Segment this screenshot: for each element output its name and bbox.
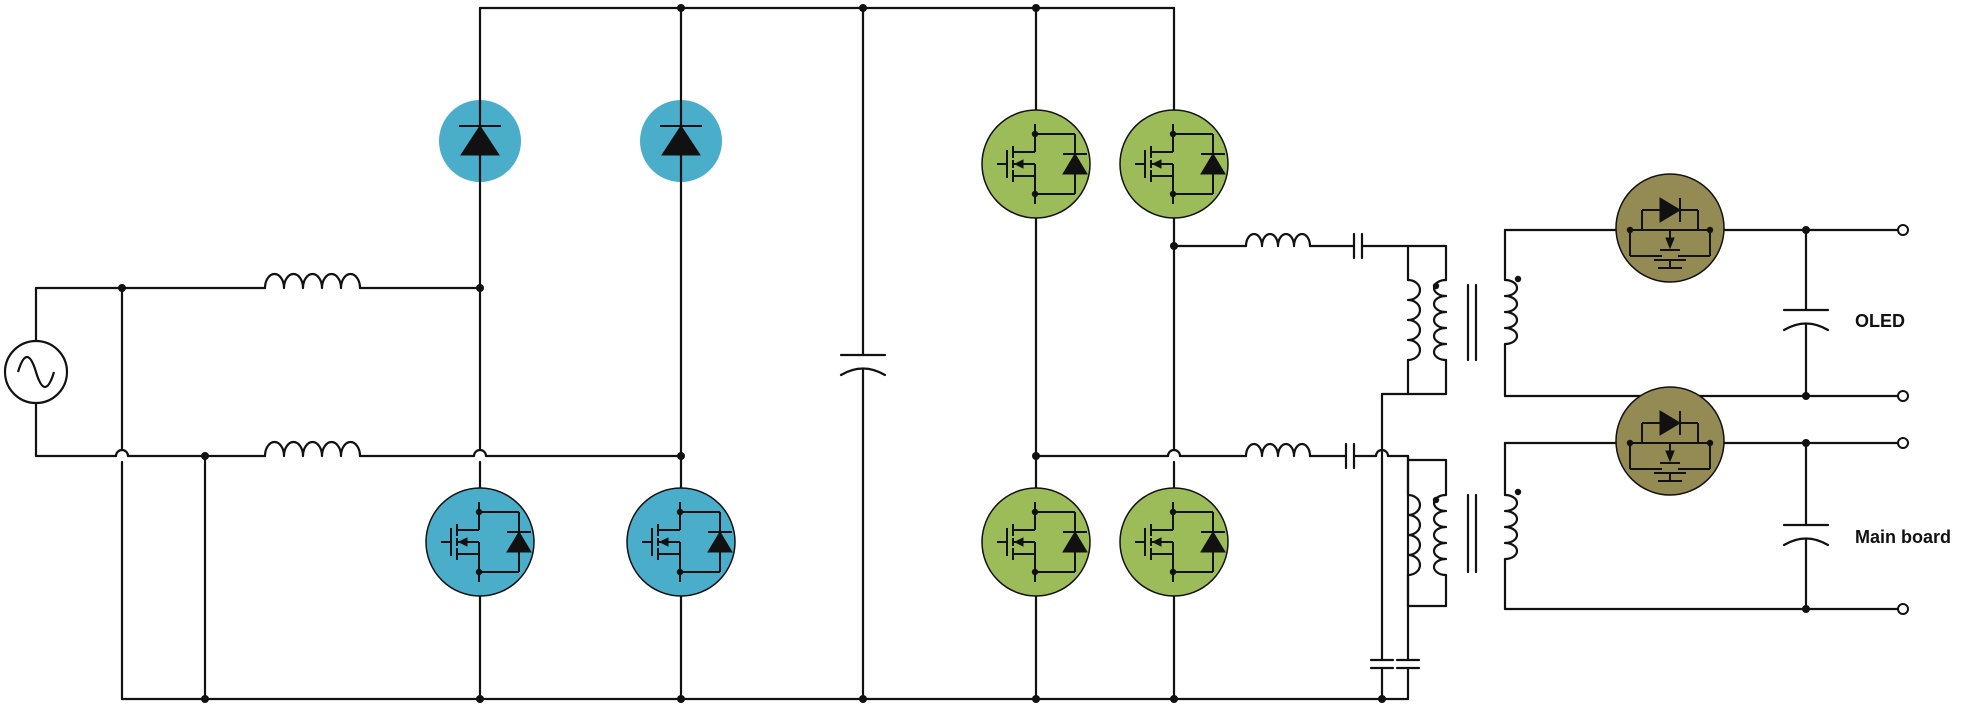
terminal-icon-main-negative (1897, 603, 1909, 615)
output-label-oled: OLED (1855, 311, 1906, 331)
transformer-icon-upper (1406, 275, 1522, 362)
capacitor-icon-output-main (1782, 523, 1830, 547)
mosfet-icon-llc-low-left (981, 487, 1091, 597)
terminal-icon-oled-positive (1897, 224, 1909, 236)
capacitor-icon-split-right (1395, 658, 1421, 670)
diode-icon-left (439, 98, 521, 184)
capacitor-icon-split-left (1369, 658, 1395, 670)
inductor-icon-upper (263, 272, 362, 290)
capacitor-icon-resonant-lower (1344, 442, 1356, 470)
inductor-icon-resonant-upper (1244, 232, 1312, 248)
output-label-main-board: Main board (1855, 527, 1952, 547)
ac-source-icon (3, 339, 69, 405)
mosfet-icon-llc-high-right (1119, 109, 1229, 219)
inductor-icon-lower (263, 440, 362, 458)
mosfet-icon-pfc-right (626, 487, 736, 597)
inductor-icon-resonant-lower (1244, 442, 1312, 458)
mosfet-icon-sr-lower (1615, 386, 1725, 496)
transformer-icon-lower (1406, 488, 1522, 577)
terminal-icon-main-positive (1897, 437, 1909, 449)
mosfet-icon-sr-upper (1615, 173, 1725, 283)
junction-dots (118, 4, 1810, 703)
diode-icon-right (640, 98, 722, 184)
mosfet-icon-llc-high-left (981, 109, 1091, 219)
wires (34, 6, 1900, 701)
capacitor-icon-output-oled (1782, 308, 1830, 332)
capacitor-icon-resonant-upper (1352, 232, 1364, 260)
terminal-icon-oled-negative (1897, 390, 1909, 402)
mosfet-icon-pfc-left (425, 487, 535, 597)
capacitor-icon-bulk (839, 353, 887, 377)
mosfet-icon-llc-low-right (1119, 487, 1229, 597)
